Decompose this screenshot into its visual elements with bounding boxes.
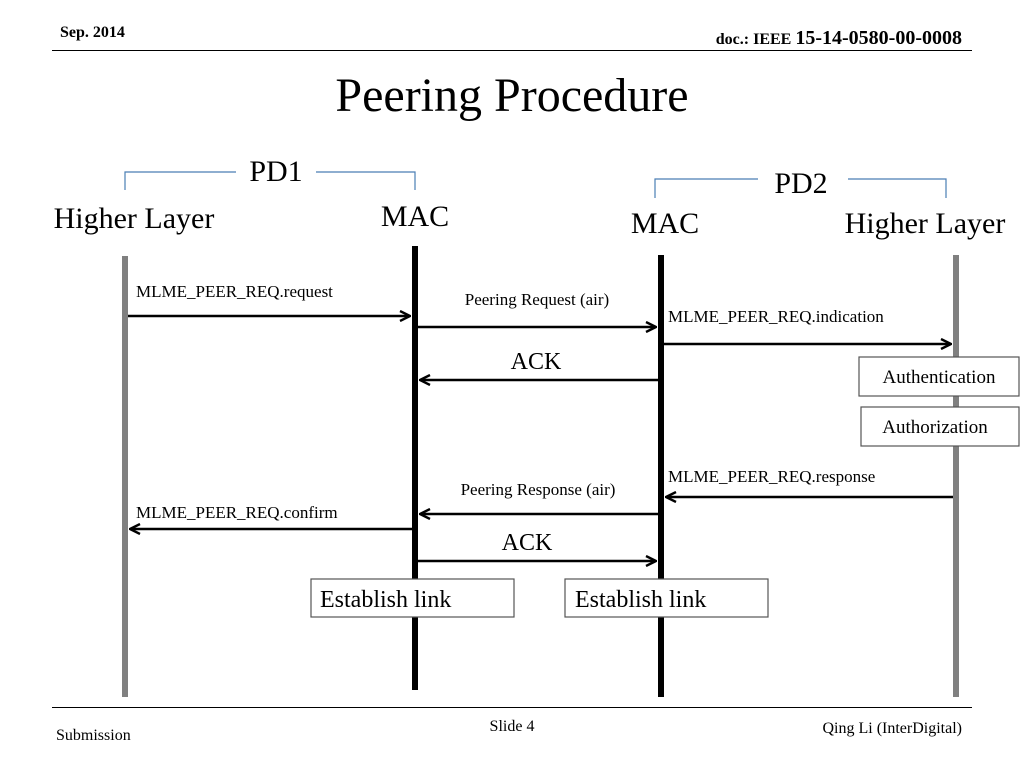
pd1-higher-layer-label: Higher Layer — [54, 202, 215, 235]
footer-rule — [52, 707, 972, 708]
ack-2-label: ACK — [502, 530, 553, 556]
authorization-label: Authorization — [882, 417, 988, 438]
doc-number: 15-14-0580-00-0008 — [795, 27, 962, 49]
authentication-label: Authentication — [883, 367, 996, 388]
peer-request-label: MLME_PEER_REQ.request — [136, 282, 333, 301]
establish-link-pd2-label: Establish link — [575, 587, 706, 613]
footer-slide-number: Slide 4 — [489, 718, 535, 735]
authentication-box: Authentication — [858, 356, 1020, 397]
footer-submission: Submission — [56, 727, 131, 744]
establish-link-pd1-label: Establish link — [320, 587, 451, 613]
ack-1-label: ACK — [511, 349, 562, 375]
peering-response-air-label: Peering Response (air) — [461, 480, 616, 499]
authorization-box: Authorization — [860, 406, 1020, 447]
establish-link-pd1-box: Establish link — [310, 578, 515, 618]
establish-link-pd2-box: Establish link — [564, 578, 769, 618]
pd2-bracket: PD2 — [654, 167, 947, 200]
peer-indication-label: MLME_PEER_REQ.indication — [668, 307, 884, 326]
peer-confirm-label: MLME_PEER_REQ.confirm — [136, 503, 338, 522]
pd2-label: PD2 — [774, 167, 827, 200]
header-date: Sep. 2014 — [60, 24, 125, 41]
pd1-mac-label: MAC — [381, 200, 449, 233]
doc-prefix: doc.: IEEE — [715, 31, 796, 48]
footer-author: Qing Li (InterDigital) — [822, 720, 962, 737]
peer-response-label: MLME_PEER_REQ.response — [668, 467, 875, 486]
pd2-higher-layer-label: Higher Layer — [845, 207, 1006, 240]
header-rule — [52, 50, 972, 51]
slide-title: Peering Procedure — [335, 69, 689, 122]
pd1-bracket: PD1 — [124, 155, 416, 190]
peering-request-air-label: Peering Request (air) — [465, 290, 609, 309]
header-doc-id: doc.: IEEE 15-14-0580-00-0008 — [716, 27, 962, 50]
pd2-mac-label: MAC — [631, 207, 699, 240]
pd1-label: PD1 — [249, 155, 302, 188]
